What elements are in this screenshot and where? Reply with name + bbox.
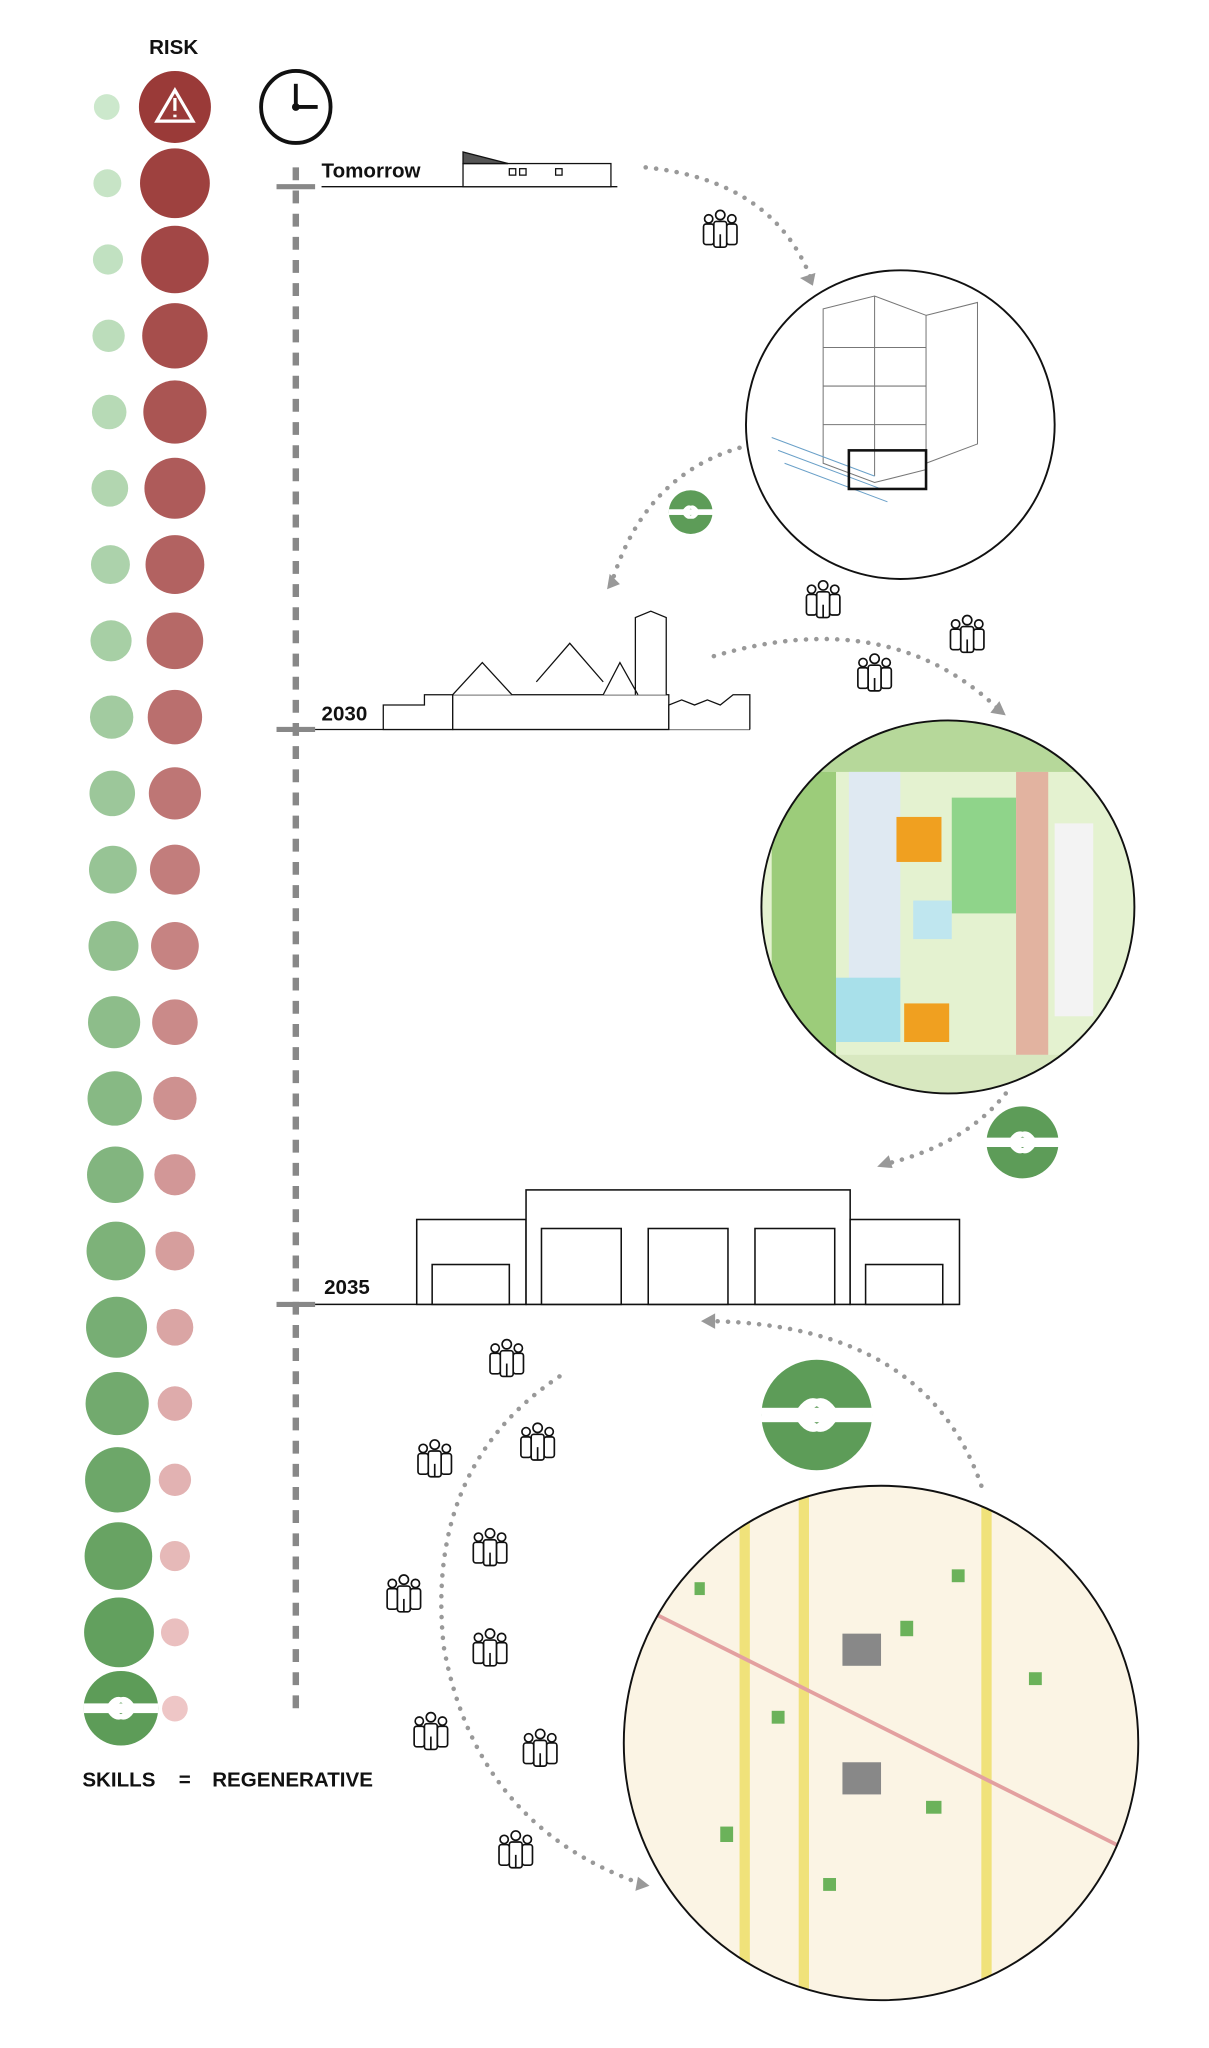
skill-circle [91, 469, 129, 507]
risk-circle [140, 148, 210, 219]
people-icon [522, 1728, 558, 1767]
risk-circle [154, 1154, 196, 1196]
people-icon [520, 1422, 556, 1461]
people-icon [489, 1338, 525, 1378]
skill-knot-icon [84, 1671, 159, 1746]
risk-circle [162, 1695, 188, 1722]
building-tomorrow [321, 151, 618, 188]
people-icon [413, 1711, 449, 1751]
risk-circle [144, 457, 206, 519]
milestone-tomorrow: Tomorrow [322, 160, 422, 183]
risk-circle [156, 1308, 194, 1346]
risk-circle [143, 380, 207, 444]
timeline-ticks [276, 184, 316, 1307]
risk-circle [148, 767, 202, 820]
building-2035 [315, 1189, 961, 1306]
risk-circle [151, 922, 199, 970]
skill-circle [84, 1522, 153, 1590]
skill-circle [92, 244, 124, 275]
axonometric-building-image [745, 269, 1056, 580]
skill-circle [89, 695, 134, 739]
risk-circle [141, 225, 209, 294]
people-icon [702, 209, 738, 248]
risk-circle [145, 535, 205, 594]
risk-label: RISK [149, 36, 198, 59]
arrowheads [607, 272, 1006, 1891]
people-icon [857, 653, 893, 692]
risk-skill-scale [84, 70, 211, 1746]
skill-circle [85, 1371, 149, 1436]
people-icon [472, 1527, 508, 1567]
risk-circle [157, 1386, 193, 1421]
skill-circle [85, 1447, 151, 1513]
skill-circle [90, 620, 132, 662]
risk-circle [149, 844, 200, 895]
skill-circle [92, 319, 125, 352]
people-icon [417, 1439, 453, 1478]
building-2030 [315, 610, 751, 731]
people-icon [949, 614, 985, 654]
skill-circle [86, 1296, 148, 1358]
regenerative-label: REGENERATIVE [212, 1769, 373, 1792]
skill-circle [88, 920, 139, 971]
masterplan-site-image [760, 719, 1136, 1095]
milestone-2030: 2030 [322, 702, 368, 725]
risk-circle [159, 1541, 190, 1572]
equals-sign: = [179, 1769, 191, 1792]
risk-circle [142, 303, 208, 369]
risk-circle [158, 1463, 192, 1496]
knot-badge-large-icon [761, 1360, 872, 1471]
skill-circle [87, 1071, 142, 1126]
people-icon [498, 1830, 534, 1869]
knot-badge-small-icon [667, 488, 714, 536]
warning-icon [154, 87, 196, 123]
district-map-image [622, 1484, 1140, 2002]
risk-circle [152, 999, 198, 1045]
risk-circle [153, 1076, 197, 1121]
skill-circle [90, 545, 130, 585]
skill-circle [88, 996, 141, 1049]
risk-circle [147, 689, 203, 745]
skills-label: SKILLS [82, 1769, 155, 1792]
skill-circle [91, 394, 127, 430]
skill-circle [93, 169, 122, 198]
flow-arrows [439, 165, 1009, 1887]
people-icon [472, 1628, 508, 1667]
knot-badge-medium-icon [986, 1106, 1058, 1178]
risk-circle [155, 1231, 195, 1271]
risk-circle [146, 612, 204, 670]
people-icon [386, 1574, 422, 1613]
skill-circle [93, 94, 120, 120]
skill-circle [86, 1221, 146, 1281]
milestone-2035: 2035 [324, 1276, 370, 1299]
skill-circle [88, 845, 137, 894]
clock-icon [259, 69, 333, 145]
people-icon [805, 579, 841, 619]
skill-circle [89, 770, 136, 817]
skill-circle [84, 1597, 154, 1668]
risk-circle [160, 1618, 189, 1647]
skill-circle [87, 1146, 144, 1204]
